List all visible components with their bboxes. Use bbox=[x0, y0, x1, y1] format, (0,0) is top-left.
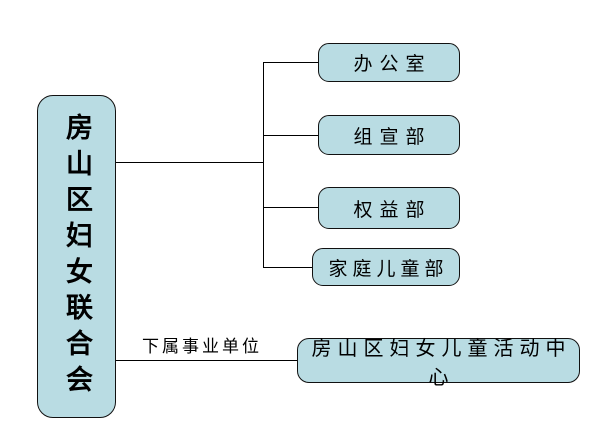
stub-line-rights bbox=[263, 207, 318, 208]
bracket-vertical-line bbox=[263, 62, 264, 268]
root-to-subordinate-line bbox=[116, 360, 297, 361]
dept-box-publicity: 组宣部 bbox=[318, 115, 460, 155]
stub-line-publicity bbox=[263, 135, 318, 136]
dept-box-office: 办公室 bbox=[318, 43, 460, 82]
stub-line-office bbox=[263, 62, 318, 63]
root-org-box: 房山区妇女联合会 bbox=[37, 95, 116, 418]
root-to-bracket-line bbox=[116, 162, 263, 163]
dept-box-rights: 权益部 bbox=[318, 187, 460, 229]
dept-box-family-children: 家庭儿童部 bbox=[312, 248, 460, 286]
stub-line-family-children bbox=[263, 267, 312, 268]
root-org-label: 房山区妇女联合会 bbox=[62, 112, 92, 401]
subordinate-branch-label: 下属事业单位 bbox=[142, 337, 262, 356]
subordinate-box-activity-center: 房山区妇女儿童活动中心 bbox=[297, 338, 580, 389]
